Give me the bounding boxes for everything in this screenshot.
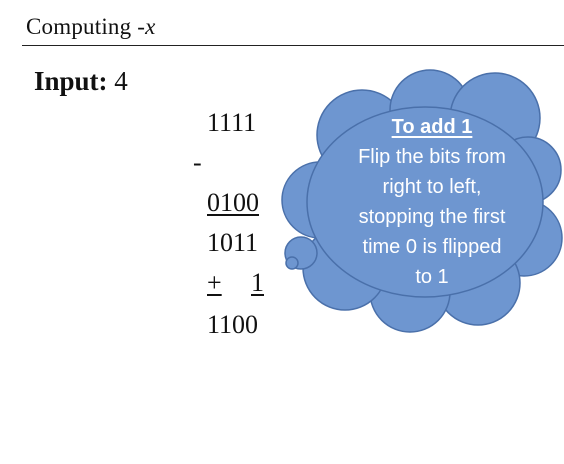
subtrahend: 0100 — [207, 188, 259, 217]
minuend: 1111 — [207, 108, 257, 137]
cloud-shape — [281, 69, 563, 333]
flipped-bits: 1011 — [207, 228, 259, 257]
callout-body: Flip the bits from right to left, stoppi… — [358, 146, 506, 288]
result: 1100 — [207, 310, 259, 339]
minus-operator: - — [193, 148, 202, 177]
input-line: Input: 4 — [34, 66, 128, 97]
addend: 1 — [251, 268, 264, 297]
input-value: 4 — [114, 66, 128, 96]
add-one-row: + 1 — [207, 270, 264, 296]
plus-operator: + — [207, 268, 222, 297]
title-variable: -x — [137, 14, 156, 39]
thought-bubble-tail — [284, 236, 318, 270]
slide-title: Computing -x — [26, 14, 156, 40]
callout-text: To add 1 Flip the bits from right to lef… — [327, 112, 537, 292]
input-label: Input: — [34, 66, 108, 96]
title-divider — [22, 45, 564, 46]
title-text: Computing — [26, 14, 138, 39]
callout-heading: To add 1 — [391, 116, 473, 138]
